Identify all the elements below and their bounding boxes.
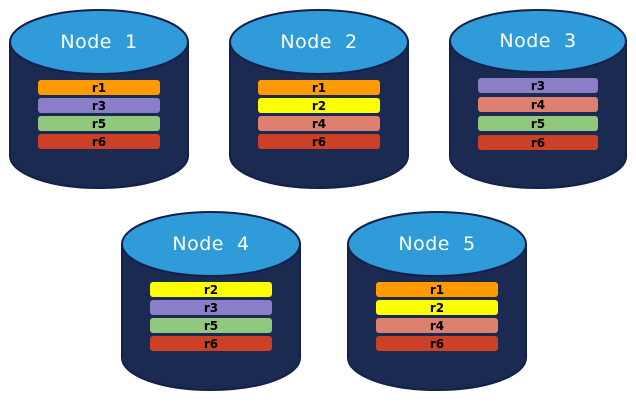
cylinder-top-ellipse — [449, 9, 627, 73]
cylinder-top-ellipse — [347, 211, 527, 277]
cylinder-body — [347, 243, 527, 391]
replica-bar[interactable]: r6 — [258, 134, 380, 149]
cylinder-body — [449, 40, 627, 189]
replica-bar[interactable]: r3 — [478, 78, 598, 93]
cylinder-top-ellipse — [9, 9, 189, 75]
replica-bar[interactable]: r1 — [258, 80, 380, 95]
replica-bar[interactable]: r1 — [376, 282, 498, 297]
replica-bar[interactable]: r3 — [150, 300, 272, 315]
cylinder-shape — [9, 9, 189, 189]
replica-bar[interactable]: r4 — [376, 318, 498, 333]
replica-bar[interactable]: r3 — [38, 98, 160, 113]
cylinder-body — [121, 243, 301, 391]
cylinder-body — [229, 41, 409, 189]
replica-bar[interactable]: r2 — [258, 98, 380, 113]
cylinder-top-ellipse — [121, 211, 301, 277]
replica-list: r1 r2 r4 r6 — [228, 80, 410, 149]
replica-bar[interactable]: r5 — [478, 116, 598, 131]
replica-bar[interactable]: r5 — [38, 116, 160, 131]
cylinder-shape — [347, 211, 527, 391]
replica-bar[interactable]: r2 — [150, 282, 272, 297]
replica-list: r3 r4 r5 r6 — [448, 78, 628, 150]
cylinder-shape — [229, 9, 409, 189]
replica-bar[interactable]: r6 — [38, 134, 160, 149]
cylinder-shape — [449, 9, 627, 189]
replica-bar[interactable]: r1 — [38, 80, 160, 95]
replica-bar[interactable]: r2 — [376, 300, 498, 315]
cylinder-body — [9, 41, 189, 189]
replica-list: r2 r3 r5 r6 — [120, 282, 302, 351]
replica-list: r1 r3 r5 r6 — [8, 80, 190, 149]
replica-bar[interactable]: r4 — [478, 97, 598, 112]
replica-bar[interactable]: r5 — [150, 318, 272, 333]
replica-bar[interactable]: r6 — [150, 336, 272, 351]
cylinder-top-ellipse — [229, 9, 409, 75]
cylinder-shape — [121, 211, 301, 391]
replica-bar[interactable]: r4 — [258, 116, 380, 131]
replica-bar[interactable]: r6 — [376, 336, 498, 351]
replica-list: r1 r2 r4 r6 — [346, 282, 528, 351]
replica-bar[interactable]: r6 — [478, 135, 598, 150]
